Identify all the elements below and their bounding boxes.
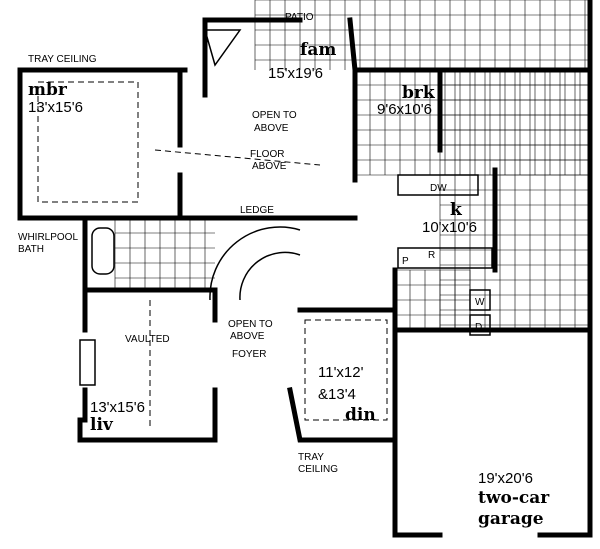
brk-name: brk — [402, 83, 436, 103]
din-name: din — [345, 405, 376, 425]
fam-name: fam — [300, 40, 336, 60]
fam-dims: 15'x19'6 — [268, 65, 323, 82]
whirlpool-label-1: WHIRLPOOL — [18, 232, 78, 243]
walls — [17, 0, 593, 538]
foyer-open-above-2: ABOVE — [230, 331, 265, 342]
floor-above-2: ABOVE — [252, 161, 287, 172]
brk-dims: 9'6x10'6 — [377, 101, 432, 118]
garage-name-2: garage — [478, 509, 544, 529]
pantry-label: P — [402, 256, 409, 267]
mbr-tray-ceiling: TRAY CEILING — [28, 54, 97, 65]
din-tray-2: CEILING — [298, 464, 338, 475]
liv-name: liv — [90, 415, 114, 435]
foyer-open-above-1: OPEN TO — [228, 319, 273, 330]
dryer-label: D — [475, 322, 482, 333]
k-name: k — [450, 200, 463, 220]
vaulted-label: VAULTED — [125, 334, 170, 345]
patio-label: PATIO — [285, 12, 314, 23]
k-dims: 10'x10'6 — [422, 219, 477, 236]
floor-above-1: FLOOR — [250, 149, 284, 160]
din-tray-1: TRAY — [298, 452, 324, 463]
mbr-name: mbr — [28, 80, 68, 100]
fam-open-above-2: ABOVE — [254, 123, 289, 134]
ledge-label: LEDGE — [240, 205, 274, 216]
liv-dims: 13'x15'6 — [90, 399, 145, 416]
din-dims-1: 11'x12' — [318, 364, 364, 381]
garage-dims: 19'x20'6 — [478, 470, 533, 487]
dw-label: DW — [430, 183, 447, 194]
mbr-dims: 13'x15'6 — [28, 99, 83, 116]
refrigerator-label: R — [428, 250, 435, 261]
washer-label: W — [475, 297, 485, 308]
whirlpool-label-2: BATH — [18, 244, 44, 255]
garage-name-1: two-car — [478, 488, 550, 508]
din-dims-2: &13'4 — [318, 386, 356, 403]
foyer-label: FOYER — [232, 349, 266, 360]
fam-open-above-1: OPEN TO — [252, 110, 297, 121]
